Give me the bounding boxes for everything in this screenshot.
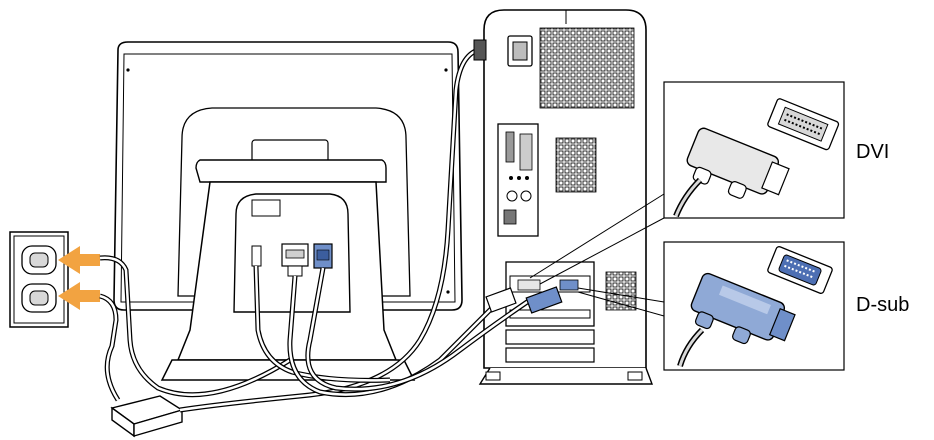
computer-tower <box>480 10 652 384</box>
dsub-callout-box <box>664 242 844 370</box>
power-plug-computer <box>474 40 486 60</box>
power-adapter <box>112 396 182 436</box>
monitor-power-port <box>252 246 261 266</box>
dvi-callout-box <box>664 82 844 218</box>
dvi-label: DVI <box>856 141 889 163</box>
outlet-cable-bottom <box>100 296 118 400</box>
dsub-label: D-sub <box>856 294 909 316</box>
monitor <box>114 42 462 380</box>
wall-outlet <box>10 232 68 327</box>
monitor-vga-port <box>314 244 332 268</box>
